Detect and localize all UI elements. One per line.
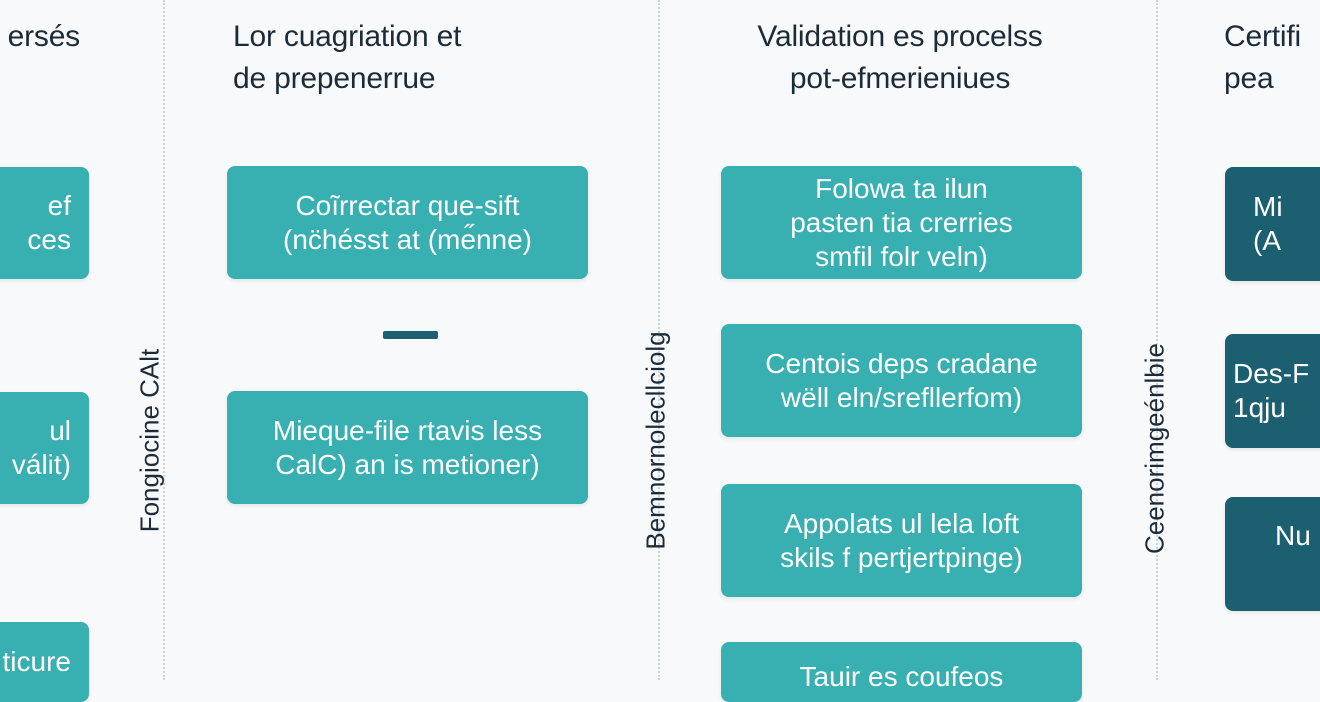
vertical-label-1: Fongiocine CAlt xyxy=(134,348,165,533)
column-1-title: ersés xyxy=(7,20,81,53)
column-3-box-1: Folowa ta ilun pasten tia crerries smfil… xyxy=(721,166,1082,279)
vertical-label-2: Bemnornolecllciolg xyxy=(640,331,671,550)
column-2-box-2: Mieque-file rtavis less CalC) an is meti… xyxy=(227,391,588,504)
column-3-box-2: Centois deps cradane wëll eln/srefllerfo… xyxy=(721,324,1082,437)
column-4-box-2: Des-F 1qju xyxy=(1225,334,1320,448)
column-divider xyxy=(1156,0,1158,680)
column-2-box-1: Coĩrrectar que-sift (nc̈hésst at (me̋nne… xyxy=(227,166,588,279)
column-3-box-3: Appolats ul lela loft skils f pertjertpi… xyxy=(721,484,1082,597)
column-4-box-1: Mi (A xyxy=(1225,167,1320,281)
column-3-title: Validation es procelss pot-efmerieniues xyxy=(757,20,1043,95)
column-divider xyxy=(163,0,165,680)
column-2-title: Lor cuagriation et de prepenerrue xyxy=(233,20,462,95)
column-4-title: Certifi pea xyxy=(1224,20,1301,95)
column-3-box-4: Tauir es coufeos xyxy=(721,642,1082,702)
vertical-label-3: Ceenorimgeénlbie xyxy=(1139,342,1170,555)
connector-dash xyxy=(383,331,438,339)
column-1-box-1: ef ces xyxy=(0,167,89,279)
column-1-box-3: ticure xyxy=(0,622,89,702)
column-4-box-3: Nu xyxy=(1225,497,1320,611)
column-divider xyxy=(658,0,660,680)
column-1-box-2: ul válit) xyxy=(0,392,89,504)
